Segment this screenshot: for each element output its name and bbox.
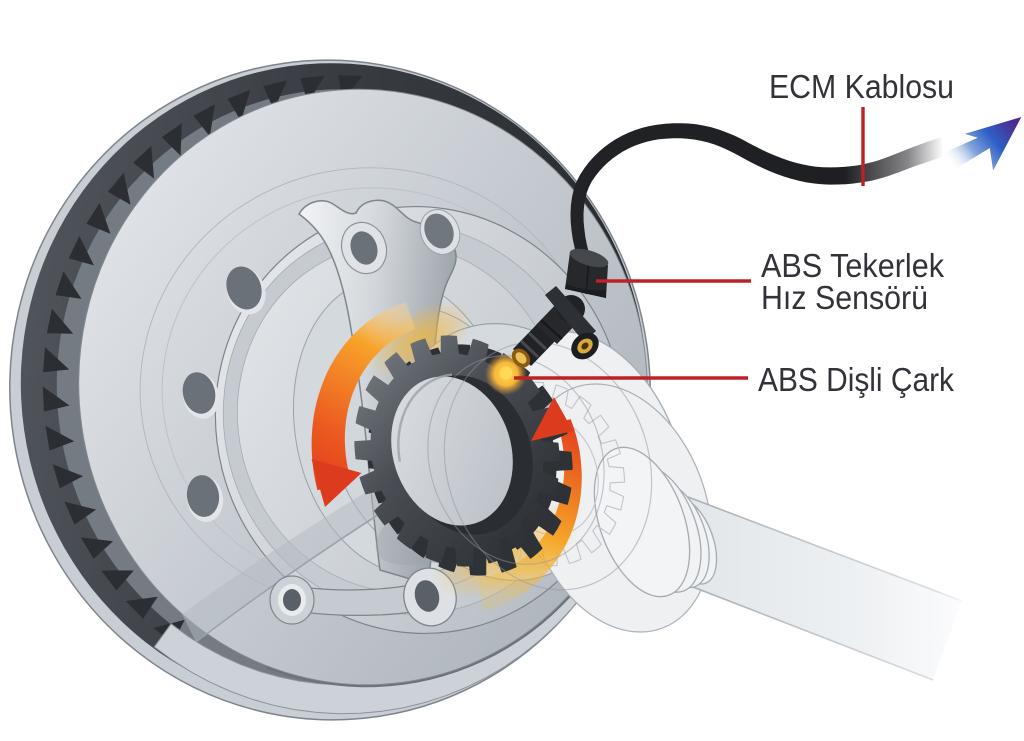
svg-text:ECM Kablosu: ECM Kablosu: [769, 68, 954, 105]
svg-text:ABS Dişli Çark: ABS Dişli Çark: [758, 361, 954, 398]
svg-text:ABS Tekerlek: ABS Tekerlek: [761, 247, 944, 284]
svg-text:Hız Sensörü: Hız Sensörü: [761, 279, 928, 316]
